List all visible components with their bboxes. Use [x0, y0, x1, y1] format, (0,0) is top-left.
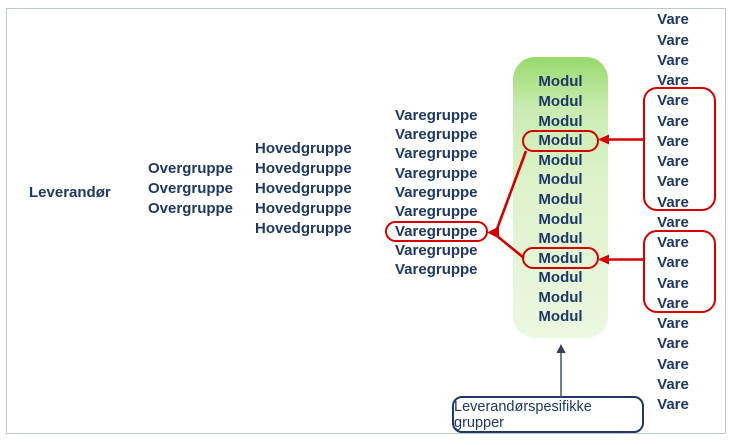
varegruppe-item: Varegruppe: [395, 184, 478, 202]
vare-item: Vare: [657, 213, 689, 231]
hovedgruppe-item: Hovedgruppe: [255, 139, 352, 157]
vare-highlight-group-2: [643, 230, 716, 313]
vare-item: Vare: [657, 153, 689, 171]
varegruppe-item: Varegruppe: [395, 242, 478, 260]
modul-item: Modul: [513, 129, 608, 152]
vare-item: Vare: [657, 92, 689, 110]
overgruppe-item: Overgruppe: [148, 199, 234, 217]
varegruppe-item: Varegruppe: [395, 203, 478, 221]
vare-item: Vare: [657, 375, 689, 393]
modul-item: Modul: [538, 93, 583, 111]
modul-item: Modul: [538, 73, 583, 91]
modul-item: Modul: [538, 308, 583, 326]
hovedgruppe-item: Hovedgruppe: [255, 199, 352, 217]
modul-item: Modul: [538, 210, 583, 228]
hovedgruppe-item: Hovedgruppe: [255, 179, 352, 197]
vare-item: Vare: [657, 274, 689, 292]
diagram-frame: [6, 8, 726, 434]
vare-item: Vare: [657, 396, 689, 414]
varegruppe-item: Varegruppe: [395, 126, 478, 144]
overgruppe-item: Overgruppe: [148, 159, 234, 177]
varegruppe-item: Varegruppe: [385, 220, 488, 243]
vare-item: Vare: [657, 193, 689, 211]
vare-item: Vare: [657, 355, 689, 373]
supplier-specific-groups-label: Leverandørspesifikke grupper: [452, 396, 644, 433]
modul-group-box: [513, 57, 608, 338]
leverandor-item: Leverandør: [29, 183, 111, 201]
vare-highlight-group-1: [643, 87, 716, 211]
hovedgruppe-item: Hovedgruppe: [255, 219, 352, 237]
varegruppe-item: Varegruppe: [395, 164, 478, 182]
modul-item: Modul: [513, 247, 608, 269]
vare-item: Vare: [657, 254, 689, 272]
modul-item: Modul: [538, 269, 583, 287]
varegruppe-item: Varegruppe: [395, 145, 478, 163]
supplier-specific-groups-text: Leverandørspesifikke grupper: [454, 398, 592, 431]
vare-item: Vare: [657, 51, 689, 69]
vare-item: Vare: [657, 173, 689, 191]
vare-item: Vare: [657, 31, 689, 49]
vare-item: Vare: [657, 335, 689, 353]
varegruppe-item: Varegruppe: [395, 106, 478, 124]
modul-item: Modul: [538, 230, 583, 248]
vare-item: Vare: [657, 294, 689, 312]
vare-item: Vare: [657, 72, 689, 90]
modul-item: Modul: [538, 288, 583, 306]
modul-item: Modul: [538, 190, 583, 208]
hovedgruppe-item: Hovedgruppe: [255, 159, 352, 177]
modul-item: Modul: [538, 151, 583, 169]
vare-item: Vare: [657, 315, 689, 333]
modul-item: Modul: [538, 171, 583, 189]
overgruppe-item: Overgruppe: [148, 179, 234, 197]
varegruppe-item: Varegruppe: [395, 261, 478, 279]
vare-item: Vare: [657, 132, 689, 150]
column-leverandor: Leverandør: [29, 182, 111, 202]
vare-item: Vare: [657, 11, 689, 29]
vare-item: Vare: [657, 234, 689, 252]
vare-item: Vare: [657, 112, 689, 130]
modul-item: Modul: [538, 112, 583, 130]
